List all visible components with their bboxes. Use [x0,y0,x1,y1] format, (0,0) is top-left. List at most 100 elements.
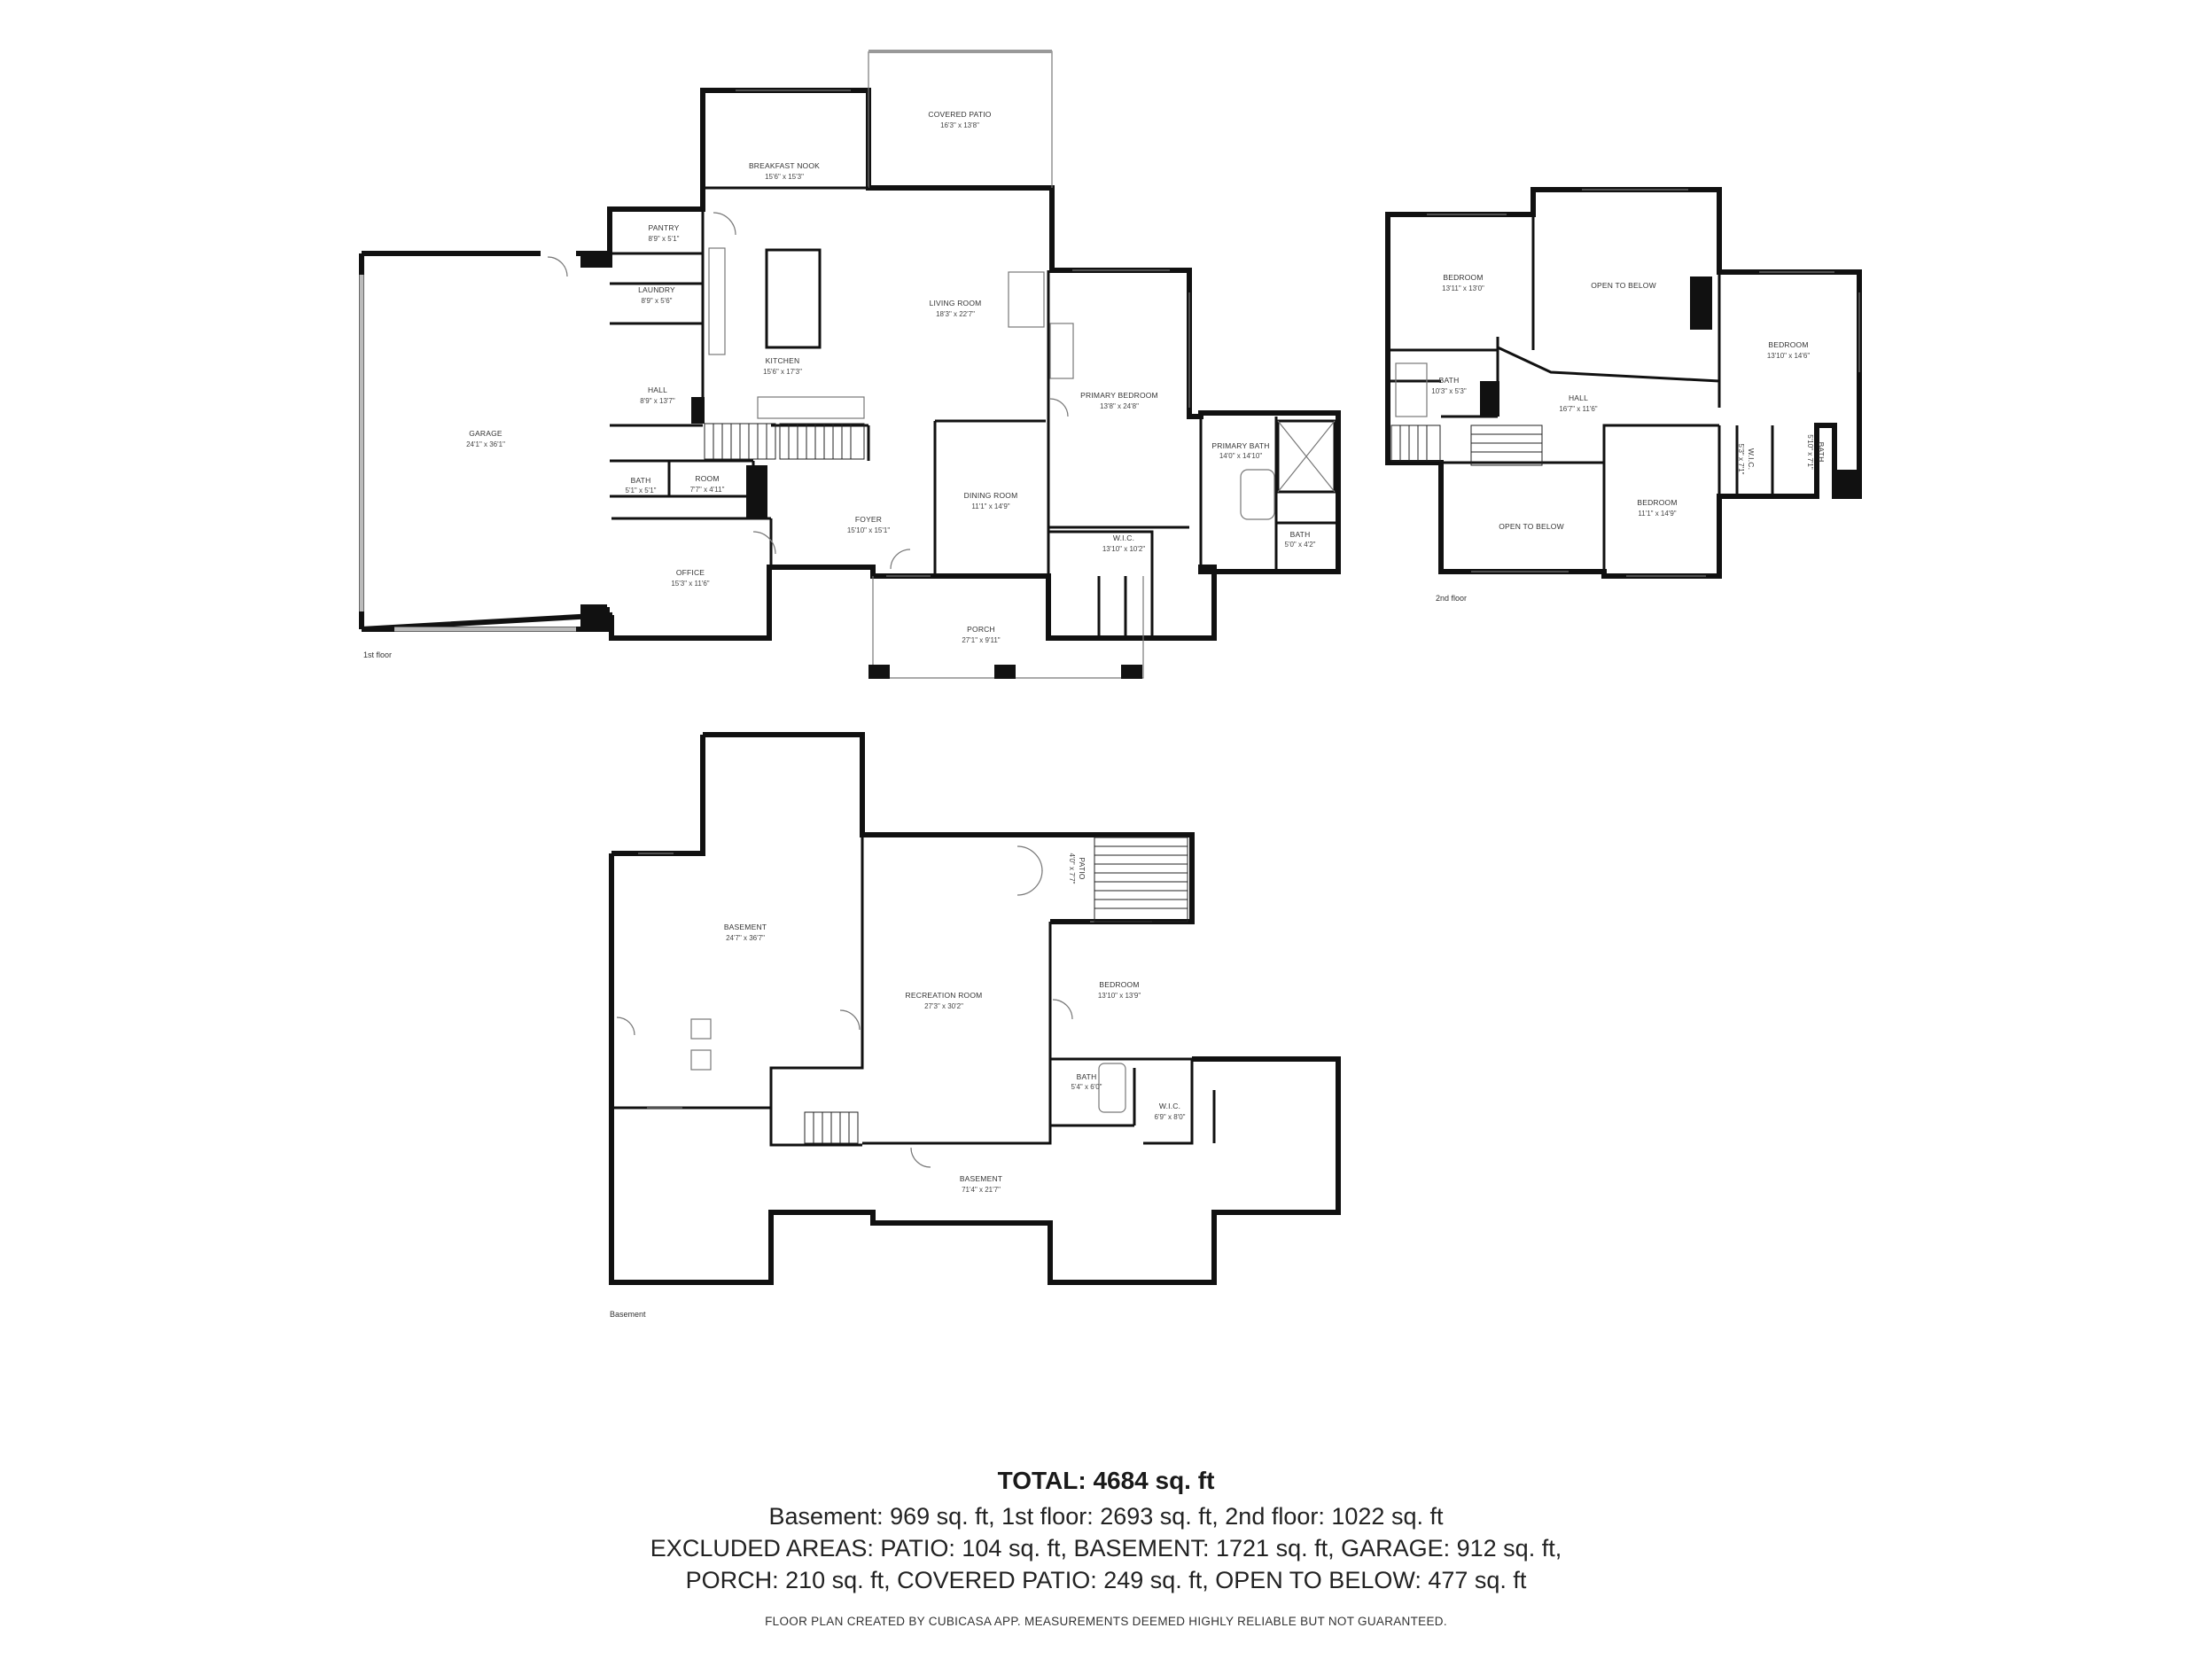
first-floor-stairs [704,423,865,460]
first-floor-column [746,465,767,518]
first-floor-plan [359,50,1341,679]
room-label-bedroom-b: BEDROOM [1099,980,1139,989]
room-label-bedroom-2c: BEDROOM [1637,498,1677,507]
second-floor-column [1480,381,1499,417]
room-label-hall-2: HALL [1569,393,1588,402]
fireplace [1008,271,1045,328]
room-dim-hall-2: 16'7" x 11'6" [1559,405,1597,413]
basement-stairs [804,837,1188,1144]
second-floor-stairs [1390,424,1543,466]
room-dim-porch: 27'1" x 9'11" [962,636,1000,644]
room-dim-foyer: 15'10" x 15'1" [847,526,890,534]
room-label-garage: GARAGE [469,429,502,438]
room-label-primary-bath: PRIMARY BATH [1211,441,1269,450]
floor-areas-line: Basement: 969 sq. ft, 1st floor: 2693 sq… [768,1503,1444,1530]
basement-outer-walls [609,732,1341,1285]
first-floor-outer-walls [607,88,1341,641]
tub [1395,362,1428,417]
room-label-open-to-below-1: OPEN TO BELOW [1591,281,1656,290]
room-dim-bedroom-2a: 13'11" x 13'0" [1442,284,1484,292]
room-label-bath-2b: BATH [1817,442,1826,463]
room-label-wic-2: W.I.C. [1747,448,1756,470]
room-label-foyer: FOYER [855,515,882,524]
room-label-office: OFFICE [676,568,705,577]
room-dim-wic-2: 5'3" x 7'1" [1737,444,1745,475]
second-floor-column [1834,470,1859,496]
second-floor-interior-walls [1388,214,1774,572]
second-floor-windows [1427,189,1860,577]
room-dim-hall: 8'9" x 13'7" [640,397,675,405]
room-dim-basement-b: 71'4" x 21'7" [962,1186,1001,1194]
room-label-porch: PORCH [967,625,995,634]
shower-cross [1277,420,1336,493]
room-label-primary-bedroom: PRIMARY BEDROOM [1080,391,1158,400]
room-label-kitchen: KITCHEN [766,356,800,365]
basement-fixture [690,1049,712,1071]
floor-label-basement: Basement [610,1310,646,1319]
basement-plan [609,732,1341,1285]
room-dim-primary-bath: 14'0" x 14'10" [1219,452,1262,460]
room-dim-bath-2a: 10'3" x 5'3" [1431,387,1467,395]
room-dim-recreation-room: 27'3" x 30'2" [924,1002,963,1010]
room-dim-bath-b: 5'4" x 6'0" [1071,1083,1102,1091]
room-dim-garage: 24'1" x 36'1" [466,440,505,448]
room-label-pantry: PANTRY [649,223,680,232]
first-floor-interior-walls [610,186,1338,638]
room-label-bath: BATH [631,476,651,485]
bathtub [1240,469,1275,520]
room-dim-bath: 5'1" x 5'1" [626,487,657,495]
kitchen-island [765,248,822,349]
basement-tub [1098,1063,1126,1113]
room-dim-living-room: 18'3" x 22'7" [936,310,975,318]
garage-column [580,252,610,268]
room-dim-covered-patio: 16'3" x 13'8" [940,121,979,129]
room-dim-pantry: 8'9" x 5'1" [649,235,680,243]
room-dim-dining-room: 11'1" x 14'9" [971,502,1009,510]
room-dim-laundry: 8'9" x 5'6" [642,297,673,305]
shower [1276,419,1336,494]
room-dim-room: 7'7" x 4'11" [690,486,725,494]
room-dim-bedroom-2c: 11'1" x 14'9" [1638,510,1676,518]
room-dim-wic: 13'10" x 10'2" [1102,545,1145,553]
total-area: TOTAL: 4684 sq. ft [997,1467,1215,1494]
kitchen-counter [708,247,726,355]
room-dim-office: 15'3" x 11'6" [671,580,709,588]
basement-interior-walls [611,835,1216,1147]
porch-column [868,665,890,679]
room-label-room: ROOM [695,474,719,483]
covered-patio-outline [868,51,1053,188]
room-dim-breakfast-nook: 15'6" x 15'3" [765,173,804,181]
room-label-dining-room: DINING ROOM [964,491,1018,500]
room-dim-basement-a: 24'7" x 36'7" [726,934,765,942]
porch-outline [872,576,1144,679]
second-floor-plan [1385,187,1862,579]
room-label-bath-b: BATH [1077,1072,1097,1081]
room-dim-bedroom-2b: 13'10" x 14'6" [1767,352,1810,360]
porch-column [994,665,1016,679]
room-label-bath-2a: BATH [1439,376,1460,385]
floor-plan-drawing: COVERED PATIO 16'3" x 13'8" BREAKFAST NO… [359,50,1862,1319]
room-dim-primary-bedroom: 13'8" x 24'8" [1100,402,1139,410]
room-labels: COVERED PATIO 16'3" x 13'8" BREAKFAST NO… [466,110,1826,1194]
room-label-open-to-below-2: OPEN TO BELOW [1499,522,1564,531]
room-dim-bedroom-b: 13'10" x 13'9" [1098,992,1141,1000]
first-floor-column [580,604,607,629]
area-summary: TOTAL: 4684 sq. ft Basement: 969 sq. ft,… [0,1467,2212,1596]
room-label-wic: W.I.C. [1113,534,1134,542]
room-dim-bath-2b: 5'10" x 7'1" [1806,434,1814,470]
room-label-breakfast-nook: BREAKFAST NOOK [749,161,820,170]
basement-doors [616,845,1073,1168]
excluded-areas-line-2: PORCH: 210 sq. ft, COVERED PATIO: 249 sq… [685,1567,1527,1593]
room-label-basement-b: BASEMENT [960,1174,1002,1183]
excluded-areas-line: EXCLUDED AREAS: PATIO: 104 sq. ft, BASEM… [650,1535,1562,1562]
porch-column [1121,665,1142,679]
disclaimer-text: FLOOR PLAN CREATED BY CUBICASA APP. MEAS… [765,1615,1447,1628]
first-floor-window-runs [736,90,1190,577]
built-in [1049,323,1074,379]
room-label-basement-a: BASEMENT [724,923,767,931]
room-label-laundry: LAUNDRY [638,285,675,294]
second-floor-outer-walls [1385,187,1862,579]
first-floor-doors [547,212,1069,570]
floor-label-2nd: 2nd floor [1436,594,1467,603]
basement-fixture [690,1018,712,1040]
